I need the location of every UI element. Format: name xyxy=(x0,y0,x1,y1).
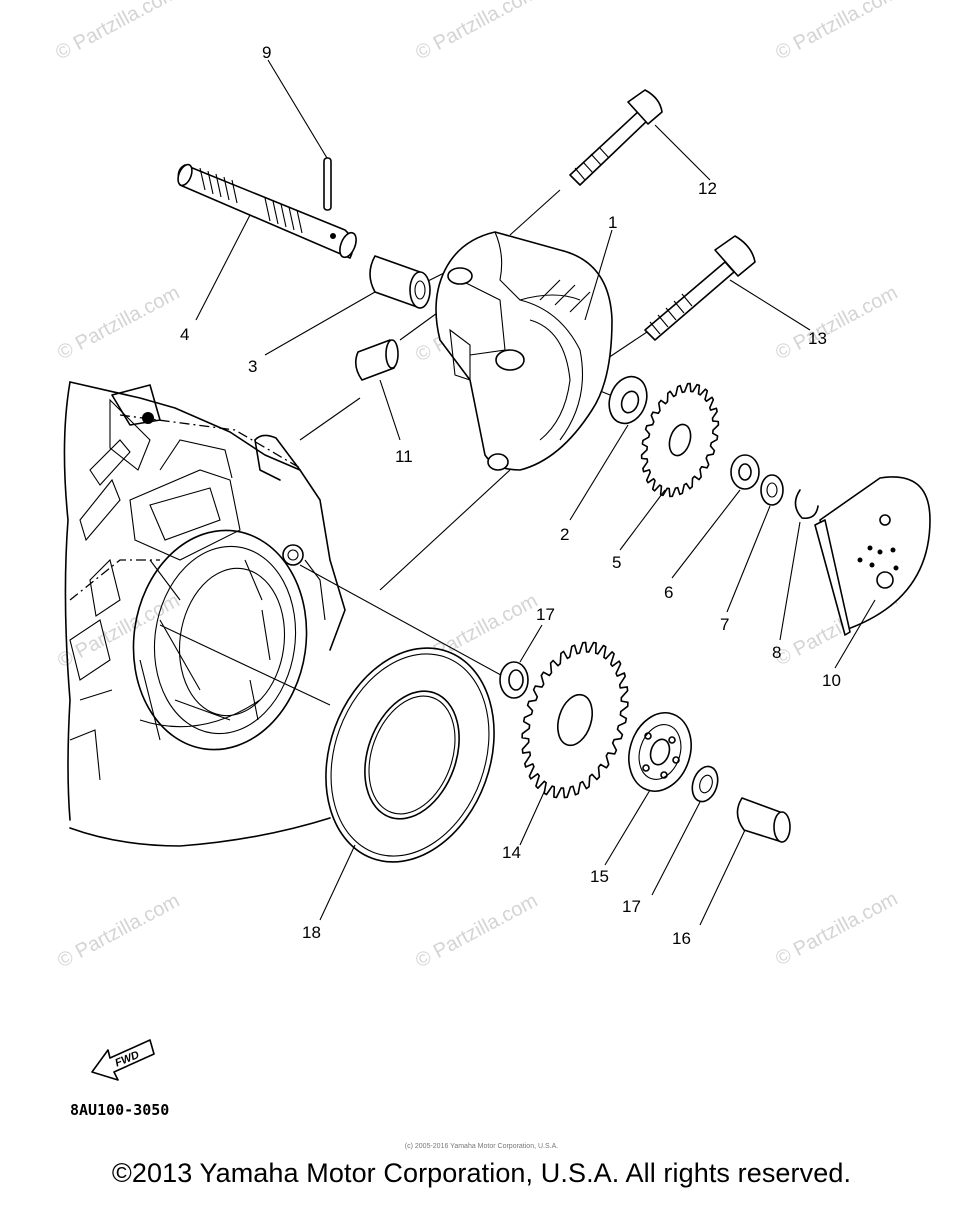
label-part-2: 2 xyxy=(560,525,569,544)
label-part-7: 7 xyxy=(720,615,729,634)
label-part-8: 8 xyxy=(772,643,781,662)
pin-part-9 xyxy=(267,59,332,211)
label-part-18: 18 xyxy=(302,923,321,942)
washer-part-7 xyxy=(726,474,784,613)
watermark: © Partzilla.com xyxy=(772,282,901,365)
watermark: © Partzilla.com xyxy=(54,590,183,673)
fwd-arrow-icon: FWD xyxy=(91,1039,155,1081)
label-part-10: 10 xyxy=(822,671,841,690)
label-part-9: 9 xyxy=(262,43,271,62)
washer-part-2 xyxy=(569,375,648,521)
gear-part-5 xyxy=(640,382,720,498)
label-part-17-lower: 17 xyxy=(622,897,641,916)
dowel-part-11 xyxy=(354,339,401,441)
gear-hub xyxy=(556,693,594,747)
label-part-3: 3 xyxy=(248,357,257,376)
label-part-13: 13 xyxy=(808,329,827,348)
label-part-5: 5 xyxy=(612,553,621,572)
gear-hub xyxy=(668,423,692,457)
bolt-part-13 xyxy=(644,235,811,341)
seal-part-18 xyxy=(319,647,495,921)
washer-part-17-lower xyxy=(651,765,719,896)
bush-part-3 xyxy=(264,255,431,356)
leader-line xyxy=(519,789,546,846)
leader-line xyxy=(619,489,666,551)
bearing-part-15 xyxy=(604,712,692,866)
label-part-11: 11 xyxy=(395,447,413,466)
label-part-6: 6 xyxy=(664,583,673,602)
small-credit: (c) 2005-2016 Yamaha Motor Corporation, … xyxy=(404,1143,559,1150)
watermark: © Partzilla.com xyxy=(772,888,901,971)
label-part-15: 15 xyxy=(590,867,609,886)
label-part-14: 14 xyxy=(502,843,521,862)
housing-part-1 xyxy=(435,229,613,471)
part-labels: 9 4 3 11 1 12 13 2 5 6 7 8 10 17 14 15 1… xyxy=(180,43,841,948)
gear-part-14 xyxy=(521,641,629,799)
copyright-notice: ©2013 Yamaha Motor Corporation, U.S.A. A… xyxy=(111,1158,852,1188)
label-part-12: 12 xyxy=(698,179,717,198)
bolt-part-12 xyxy=(569,89,711,186)
watermark: © Partzilla.com xyxy=(412,0,541,64)
label-part-17-upper: 17 xyxy=(536,605,555,624)
nut-part-6 xyxy=(671,454,760,579)
engine-crankcase xyxy=(63,381,346,847)
label-part-1: 1 xyxy=(608,213,617,232)
watermark: © Partzilla.com xyxy=(772,0,901,64)
shaft-part-4 xyxy=(177,163,357,321)
watermark: © Partzilla.com xyxy=(412,890,541,973)
cover-plate-part-10 xyxy=(814,476,931,669)
label-part-4: 4 xyxy=(180,325,189,344)
label-part-16: 16 xyxy=(672,929,691,948)
sleeve-part-16 xyxy=(699,797,791,926)
watermark: © Partzilla.com xyxy=(52,0,181,64)
circlip-part-8 xyxy=(779,489,819,641)
diagram-code: 8AU100-3050 xyxy=(70,1101,170,1119)
watermark: © Partzilla.com xyxy=(54,890,183,973)
circlip-part-17-upper xyxy=(499,624,543,699)
watermark: © Partzilla.com xyxy=(54,282,183,365)
